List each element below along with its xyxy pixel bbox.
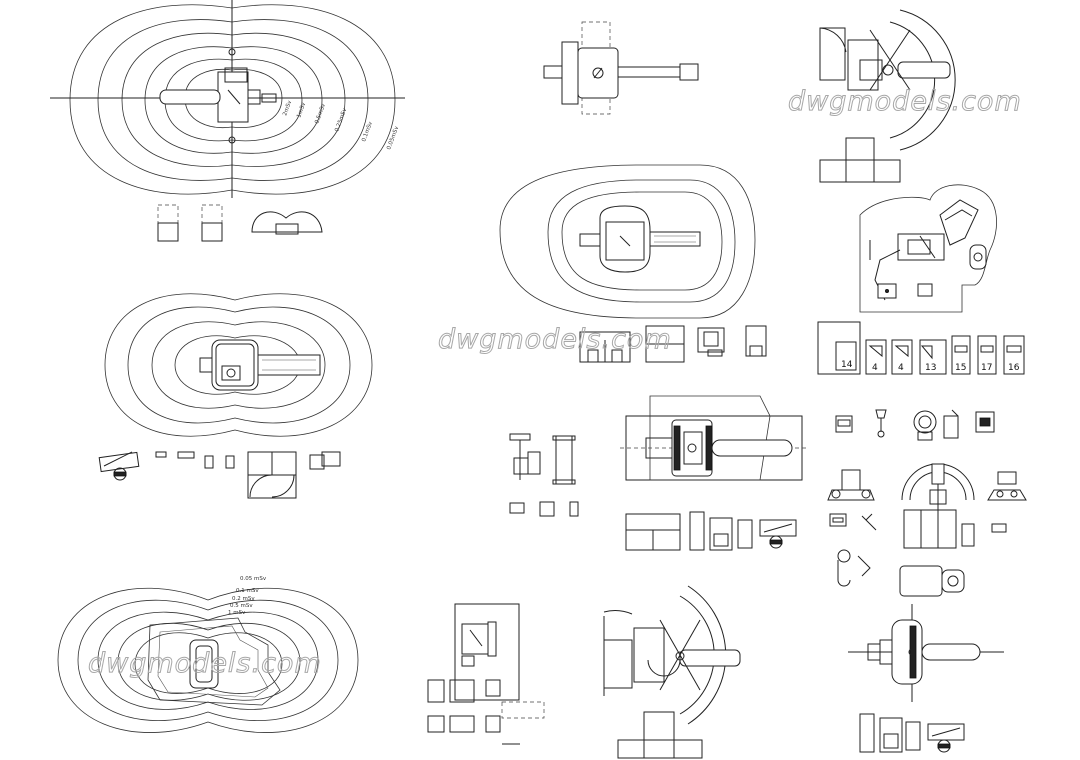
isodose-plan-middle-left bbox=[104, 293, 373, 437]
tag-number: 17 bbox=[981, 363, 992, 373]
isodose-plan-top-left: 2mSv 1mSv 0.5mSv 0.25mSv 0.1mSv 0.05mSv bbox=[50, 0, 405, 198]
linac-top-view bbox=[543, 21, 699, 115]
dose-label: 0.5mSv bbox=[314, 102, 327, 124]
isodose-plan-bottom-left: 0.05 mSv 0.1 mSv 0.2 mSv 0.5 mSv 1 mSv bbox=[57, 576, 359, 733]
component-elevations-row1 bbox=[157, 204, 323, 242]
vault-plan-top-right bbox=[819, 9, 956, 183]
watermark: dwgmodels.com bbox=[438, 324, 672, 355]
dose-label: 2mSv bbox=[282, 99, 293, 116]
tag-number: 16 bbox=[1008, 363, 1020, 373]
dose-label: 0.2 mSv bbox=[232, 596, 255, 602]
tag-number: 13 bbox=[925, 363, 936, 373]
small-room-plan-bottom bbox=[427, 603, 545, 745]
numbered-component-legend: 14 4 4 13 15 17 16 bbox=[817, 321, 1025, 375]
component-elevations-row4 bbox=[625, 511, 797, 551]
linac-couch-plan-center bbox=[620, 395, 808, 481]
treatment-room-plan-center bbox=[499, 164, 756, 319]
dose-label: 0.1mSv bbox=[361, 120, 374, 142]
dose-label: 0.5 mSv bbox=[230, 603, 253, 609]
component-elevations-row2 bbox=[98, 451, 341, 499]
watermark: dwgmodels.com bbox=[88, 648, 322, 679]
dose-label: 1mSv bbox=[296, 101, 307, 118]
dose-label: 0.05mSv bbox=[386, 125, 400, 151]
tag-number: 4 bbox=[898, 363, 904, 373]
dose-label: 0.1 mSv bbox=[236, 588, 259, 594]
equipment-fixtures-cluster bbox=[827, 409, 1027, 597]
component-elevations-row3 bbox=[579, 325, 767, 363]
linac-plan-bottom-right bbox=[848, 604, 1004, 702]
dose-label: 0.05 mSv bbox=[240, 576, 267, 582]
tag-number: 4 bbox=[872, 363, 878, 373]
tag-number: 15 bbox=[955, 363, 966, 373]
dose-label: 0.25mSv bbox=[334, 107, 348, 133]
cyberknife-room-plan bbox=[859, 184, 997, 313]
component-elevations-row5 bbox=[859, 713, 965, 753]
dose-label: 1 mSv bbox=[228, 610, 246, 616]
watermark: dwgmodels.com bbox=[788, 86, 1022, 117]
vault-plan-bottom-center bbox=[603, 585, 741, 759]
linac-side-elevation-small bbox=[509, 433, 579, 517]
tag-number: 14 bbox=[841, 360, 853, 370]
